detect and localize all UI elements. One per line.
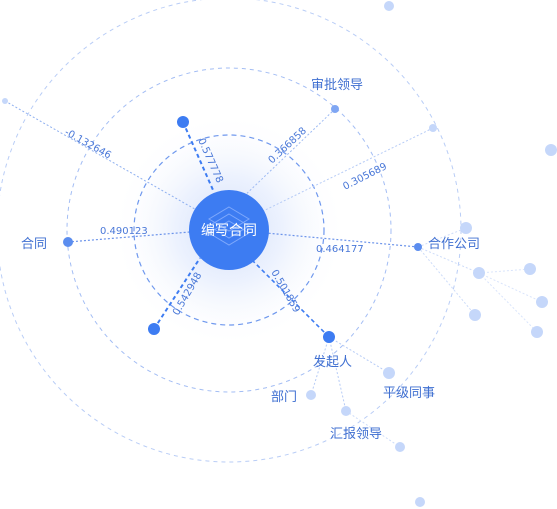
edge-approver-line [239, 108, 336, 201]
edge-sub-c [478, 272, 538, 333]
edge-report-sub [345, 410, 401, 448]
node-peer-label: 平级同事 [383, 386, 435, 401]
dot-upper-right [429, 124, 437, 132]
dot-department [306, 390, 316, 400]
dot-sub-a [524, 263, 536, 275]
edge-initiator-line [249, 257, 330, 338]
edge-label-contract: 0.490123 [100, 226, 148, 237]
dot-partner-sub1 [460, 222, 472, 234]
edge-sub-a [478, 268, 531, 274]
edge-partner-sub3 [417, 246, 476, 316]
dot-far-left [2, 98, 8, 104]
edge-contract-line [67, 231, 191, 243]
node-contract-dot[interactable] [63, 237, 73, 247]
dot-partner-sub2 [473, 267, 485, 279]
edge-label-partner: 0.464177 [316, 244, 364, 255]
node-partner-dot[interactable] [414, 243, 422, 251]
node-initiator-label: 发起人 [313, 354, 352, 370]
node-approver-label: 审批领导 [311, 78, 363, 93]
dot-report-sub [395, 442, 405, 452]
dot-report-leader [341, 406, 351, 416]
edge-partner-line [265, 232, 419, 248]
dot-partner-sub3 [469, 309, 481, 321]
edge-top-line [182, 121, 214, 191]
dot-bottom [415, 497, 425, 507]
edge-sub-b [478, 272, 543, 303]
node-approver-dot[interactable] [331, 105, 339, 113]
dot-right-top [545, 144, 557, 156]
edge-upper-right-line [254, 127, 434, 216]
node-partner-label: 合作公司 [428, 237, 480, 252]
edge-lower-left-line [153, 257, 201, 330]
node-department-label: 部门 [271, 390, 297, 405]
node-report-leader-label: 汇报领导 [330, 427, 382, 442]
dot-top [384, 1, 394, 11]
dot-sub-c [531, 326, 543, 338]
center-circle[interactable] [189, 190, 269, 270]
edge-initiator-report [328, 336, 347, 412]
center-label: 编写合同 [201, 223, 257, 239]
ring-middle [66, 67, 392, 393]
node-top-dot[interactable] [177, 116, 189, 128]
dot-peer [383, 367, 395, 379]
ring-inner [133, 134, 325, 326]
center-node[interactable]: 编写合同 [189, 190, 269, 270]
node-contract-label: 合同 [21, 237, 47, 252]
edge-partner-sub2 [417, 246, 480, 274]
edge-top-left-line [4, 100, 201, 213]
node-lower-left-dot[interactable] [148, 323, 160, 335]
edge-partner-sub1 [417, 227, 467, 248]
edge-label-top-left: -0.132646 [63, 127, 113, 162]
layers-icon [208, 206, 250, 246]
dot-sub-b [536, 296, 548, 308]
node-initiator-dot[interactable] [323, 331, 335, 343]
